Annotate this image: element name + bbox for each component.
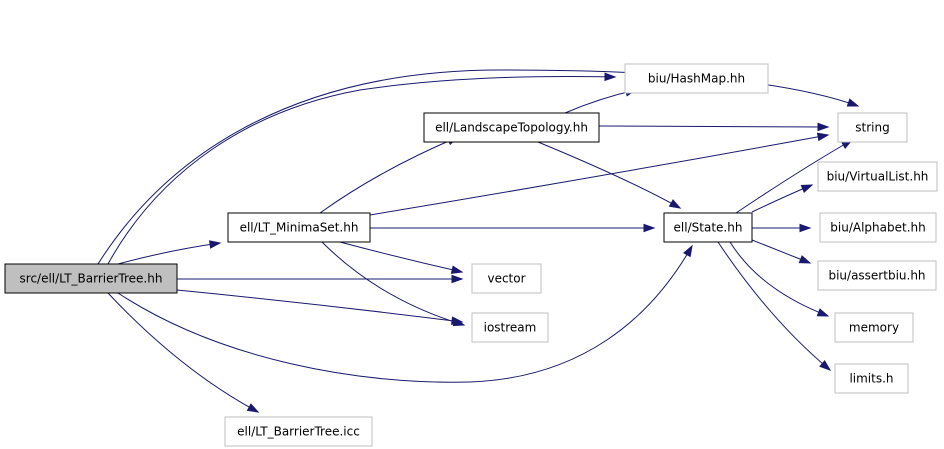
node-label: ell/LandscapeTopology.hh [435, 121, 588, 135]
edge-state-to-assertbiu [751, 239, 812, 264]
edge-minimaset-to-state [370, 223, 656, 233]
node-label: ell/State.hh [674, 221, 743, 235]
node-label: vector [487, 272, 525, 286]
node-box [817, 161, 938, 192]
node-iostream: iostream [471, 312, 549, 343]
edge-arrowhead [799, 223, 812, 233]
edge-arrowhead [643, 223, 656, 233]
edge-arrowhead [683, 244, 693, 258]
edge-arrowhead [604, 72, 617, 82]
edge-minimaset-to-vector [339, 241, 464, 274]
node-landscape[interactable]: ell/LandscapeTopology.hh [423, 112, 600, 143]
edge-line [339, 241, 463, 273]
node-limits: limits.h [834, 363, 909, 394]
edge-arrowhead [817, 122, 830, 132]
edge-minimaset-to-iostream [321, 241, 466, 327]
edge-line [117, 245, 693, 383]
node-box [423, 112, 600, 143]
node-box [817, 260, 937, 291]
edge-barriertree_hh-to-barriertree_icc [107, 292, 260, 413]
edge-line [319, 136, 459, 214]
node-box [624, 63, 769, 94]
edge-line [107, 76, 616, 265]
edge-arrowhead [452, 317, 466, 327]
node-string: string [837, 112, 908, 143]
node-box [663, 212, 753, 243]
edge-state-to-virtuallist [751, 184, 814, 213]
edge-arrowhead [798, 255, 812, 264]
edge-line [717, 241, 831, 371]
node-box [471, 312, 549, 343]
node-virtuallist: biu/VirtualList.hh [817, 161, 938, 192]
node-hashmap: biu/HashMap.hh [624, 63, 769, 94]
edge-line [735, 139, 853, 214]
node-box [834, 363, 909, 394]
edge-minimaset-to-landscape [319, 136, 460, 214]
edge-line [598, 125, 829, 128]
node-minimaset[interactable]: ell/LT_MinimaSet.hh [227, 212, 371, 243]
edge-arrowhead [450, 265, 464, 274]
node-label: biu/HashMap.hh [648, 72, 745, 86]
node-box [837, 112, 908, 143]
edge-arrowhead [816, 132, 830, 142]
node-label: src/ell/LT_BarrierTree.hh [20, 272, 163, 286]
edge-arrowhead [816, 308, 830, 317]
node-label: iostream [484, 321, 537, 335]
edge-line [537, 141, 681, 209]
edge-barriertree_hh-to-minimaset [117, 240, 222, 265]
edge-arrowhead [208, 240, 222, 249]
node-box [224, 416, 373, 447]
edge-arrowhead [246, 403, 260, 413]
node-label: biu/Alphabet.hh [830, 221, 925, 235]
node-barriertree-hh[interactable]: src/ell/LT_BarrierTree.hh [4, 263, 178, 294]
node-barriertree-icc: ell/LT_BarrierTree.icc [224, 416, 373, 447]
edge-line [117, 242, 221, 265]
node-box [471, 263, 542, 294]
edge-arrowhead [451, 274, 464, 284]
edge-barriertree_hh-to-vector [177, 274, 464, 284]
edge-landscape-to-string [598, 122, 830, 132]
edge-barriertree_hh-to-state [117, 244, 693, 383]
node-label: biu/assertbiu.hh [828, 269, 925, 283]
node-box [4, 263, 178, 294]
node-box [227, 212, 371, 243]
edge-line [369, 134, 829, 216]
edge-line [176, 289, 463, 323]
node-label: biu/VirtualList.hh [827, 170, 929, 184]
node-memory: memory [834, 312, 914, 343]
node-alphabet: biu/Alphabet.hh [819, 212, 937, 243]
node-label: ell/LT_BarrierTree.icc [237, 425, 360, 439]
edge-line [321, 241, 465, 326]
node-assertbiu: biu/assertbiu.hh [817, 260, 937, 291]
edge-state-to-limits [717, 241, 832, 371]
edge-barriertree_hh-to-hashmap [107, 72, 617, 265]
node-state[interactable]: ell/State.hh [663, 212, 753, 243]
node-vector: vector [471, 263, 542, 294]
edge-state-to-alphabet [752, 223, 812, 233]
node-box [819, 212, 937, 243]
node-label: limits.h [849, 372, 893, 386]
edge-arrowhead [819, 359, 832, 371]
edge-state-to-memory [729, 241, 830, 317]
node-label: memory [849, 321, 899, 335]
edge-arrowhead [800, 184, 814, 193]
edge-arrowhead [846, 98, 860, 107]
edges-layer [97, 69, 860, 413]
node-label: ell/LT_MinimaSet.hh [240, 221, 359, 235]
node-label: string [855, 121, 889, 135]
edge-line [729, 241, 829, 317]
edge-minimaset-to-string [369, 132, 830, 216]
edge-arrowhead [668, 199, 682, 209]
nodes-layer: src/ell/LT_BarrierTree.hh biu/HashMap.hh e… [4, 63, 938, 447]
node-box [834, 312, 914, 343]
edge-line [107, 292, 259, 413]
edge-landscape-to-state [537, 141, 682, 209]
edge-barriertree_hh-to-iostream [176, 289, 464, 325]
